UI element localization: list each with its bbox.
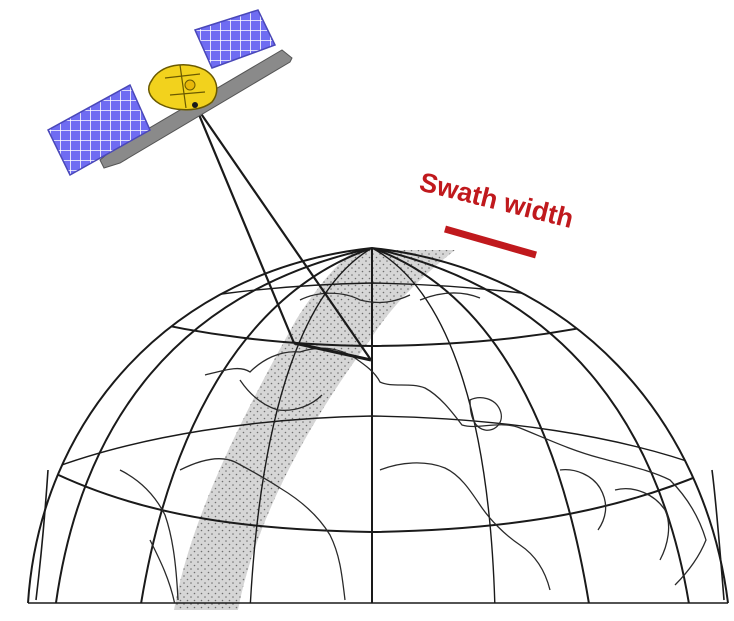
globe (27, 246, 729, 604)
continent-outlines (119, 292, 707, 603)
solar-panel-left (47, 83, 151, 177)
swath-width-annotation: Swath width (417, 167, 577, 259)
fov-footprint (293, 341, 372, 362)
fov-left-ray (193, 104, 296, 344)
field-of-view (193, 104, 372, 362)
swath-width-label: Swath width (417, 167, 577, 234)
satellite-icon (47, 9, 293, 177)
fov-right-ray (194, 104, 372, 361)
swath-width-bar (444, 225, 537, 259)
swath-strip (174, 250, 455, 610)
solar-panel-right (193, 9, 277, 69)
longitude-lines (54, 248, 691, 603)
